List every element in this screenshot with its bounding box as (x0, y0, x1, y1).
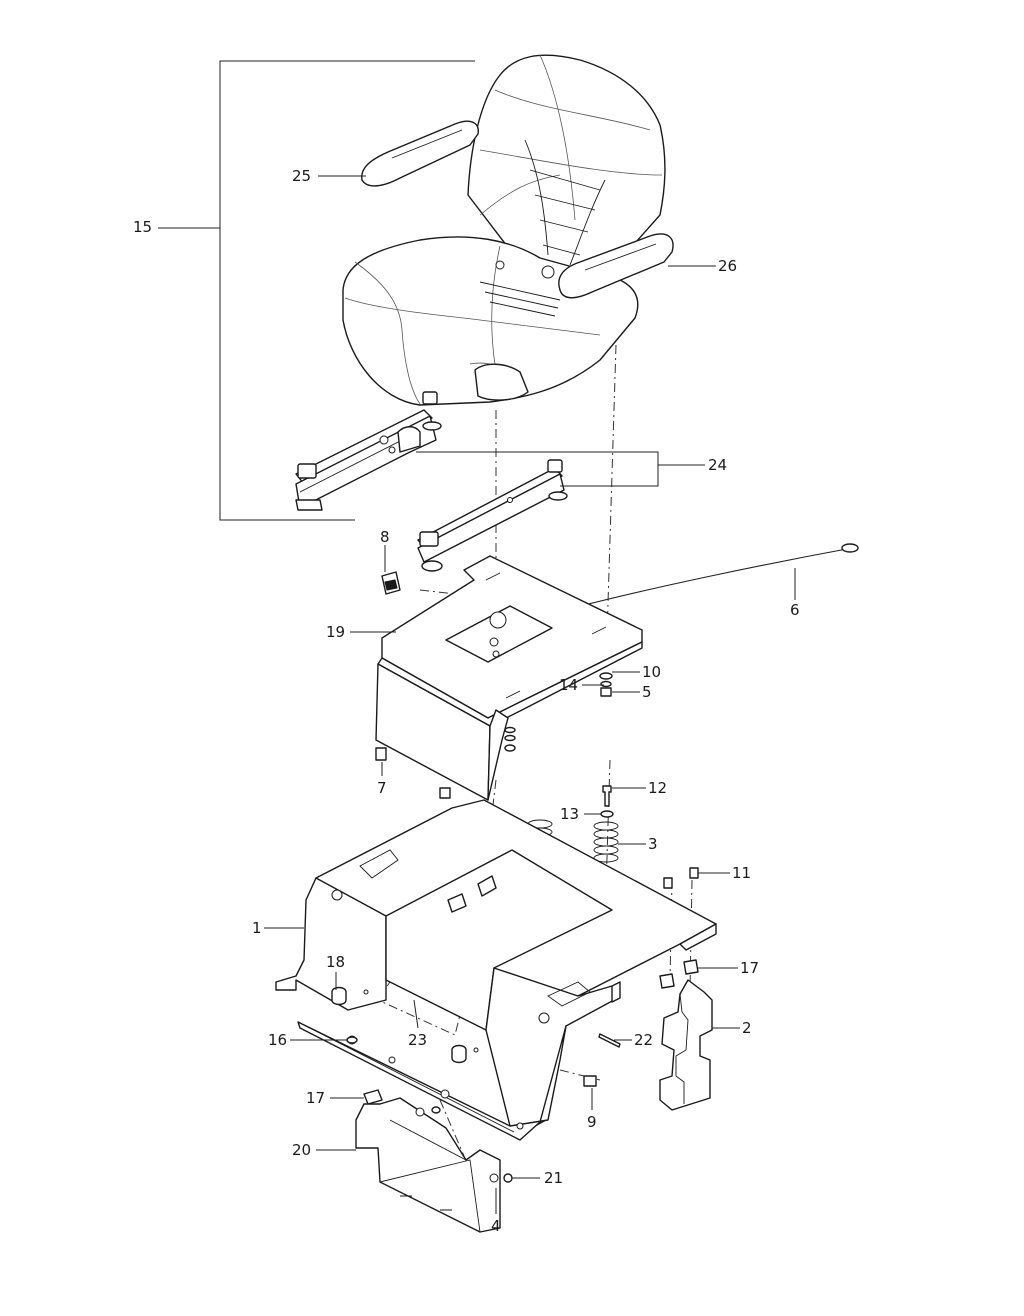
callout-18: 18 (326, 953, 345, 971)
callout-4: 4 (491, 1217, 501, 1235)
callout-17-left: 17 (306, 1089, 325, 1107)
callout-26: 26 (718, 257, 737, 275)
callout-20: 20 (292, 1141, 311, 1159)
seat (342, 54, 674, 406)
callout-leaders (264, 175, 796, 1214)
seat-slide-rails (295, 391, 568, 572)
seat-plate (375, 555, 643, 801)
callout-23: 23 (408, 1031, 427, 1049)
cable (576, 543, 859, 608)
callout-24: 24 (708, 456, 727, 474)
callout-9: 9 (587, 1113, 597, 1131)
seat-assembly-bracket (158, 60, 475, 521)
callout-16: 16 (268, 1031, 287, 1049)
fasteners-lower (331, 867, 699, 1087)
callout-10: 10 (642, 663, 661, 681)
callout-13: 13 (560, 805, 579, 823)
callout-21: 21 (544, 1169, 563, 1187)
callout-17-right: 17 (740, 959, 759, 977)
callout-labels: 15 25 26 24 8 6 19 10 14 5 7 12 13 3 11 … (133, 167, 800, 1235)
callout-7: 7 (377, 779, 387, 797)
fasteners-upper (375, 672, 613, 799)
callout-2: 2 (742, 1019, 752, 1037)
main-frame (275, 799, 717, 1141)
callout-12: 12 (648, 779, 667, 797)
callout-15: 15 (133, 218, 152, 236)
seat-switch (381, 571, 401, 595)
callout-25: 25 (292, 167, 311, 185)
callout-14: 14 (559, 676, 578, 694)
callout-6: 6 (790, 601, 800, 619)
callout-22: 22 (634, 1031, 653, 1049)
callout-11: 11 (732, 864, 751, 882)
callout-19: 19 (326, 623, 345, 641)
callout-3: 3 (648, 835, 658, 853)
lower-bracket (355, 1089, 513, 1233)
callout-8: 8 (380, 528, 390, 546)
callout-1: 1 (252, 919, 262, 937)
right-bracket (659, 959, 713, 1111)
callout-5: 5 (642, 683, 652, 701)
